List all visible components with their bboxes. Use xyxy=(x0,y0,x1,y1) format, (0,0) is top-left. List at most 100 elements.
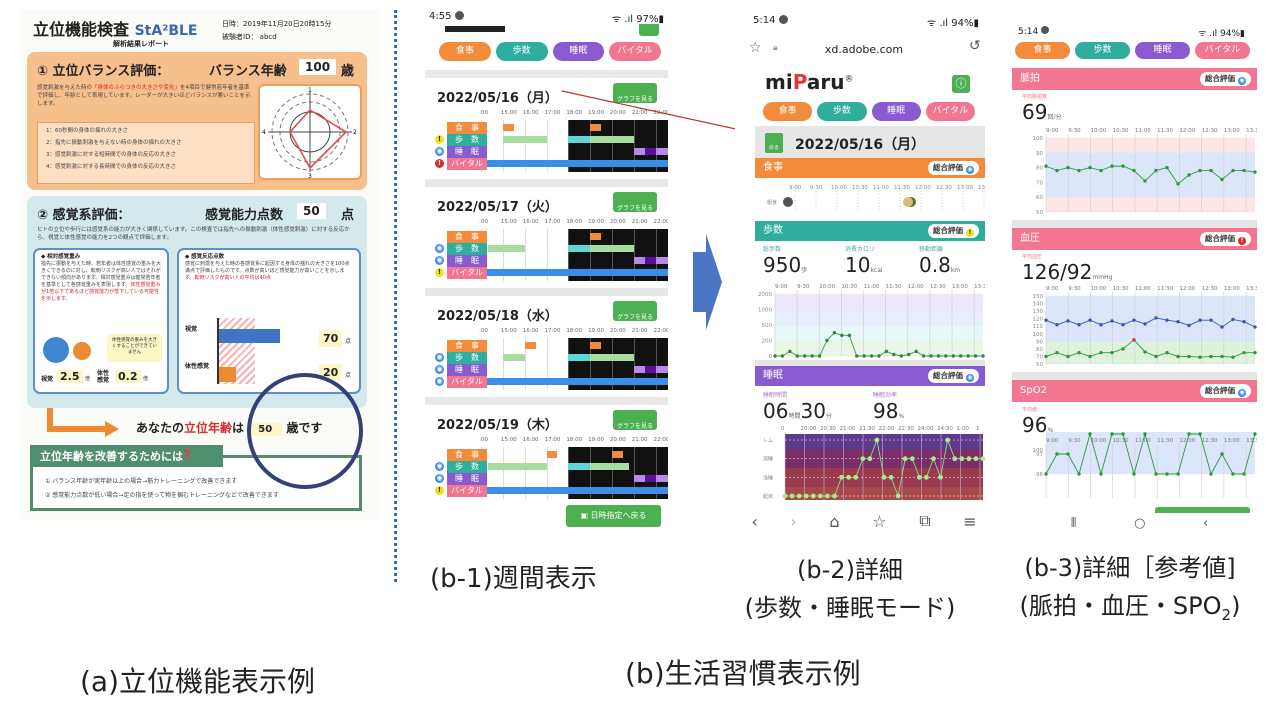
data-point xyxy=(840,333,844,338)
alert-status-icon: ! xyxy=(435,159,444,168)
steps-segment xyxy=(487,245,525,252)
reload-icon[interactable]: ↺ xyxy=(969,38,981,54)
x-tick-label: 12:00 xyxy=(1179,286,1195,292)
data-point xyxy=(884,349,889,354)
vital-segment xyxy=(487,487,668,494)
forward-icon[interactable]: › xyxy=(790,511,797,531)
warn-status-icon: ! xyxy=(435,135,444,144)
stat-label: 睡眠時間 xyxy=(763,392,788,399)
menu-icon[interactable]: ≡ xyxy=(963,511,977,531)
home-icon[interactable]: ○ xyxy=(1134,516,1146,531)
data-point xyxy=(1242,168,1246,173)
data-point xyxy=(1253,170,1257,174)
tab-sleep[interactable]: 睡眠 xyxy=(871,102,921,121)
data-point xyxy=(1132,168,1136,173)
tab-steps[interactable]: 歩数 xyxy=(495,42,548,61)
data-point xyxy=(980,456,985,462)
y-tick-label: 浅睡 xyxy=(763,474,773,481)
overall-rating-pill[interactable]: 総合評価! xyxy=(928,224,979,238)
favorites-icon[interactable]: ☆ xyxy=(872,511,887,531)
stat-value: 0.8 xyxy=(919,253,951,277)
tab-meal[interactable]: 食事 xyxy=(439,42,491,61)
overall-rating-pill[interactable]: 総合評価! xyxy=(1200,232,1251,246)
tab-meal[interactable]: 食事 xyxy=(763,102,813,121)
data-point xyxy=(862,354,866,358)
view-graph-button[interactable]: グラフを見る xyxy=(613,83,657,103)
overall-rating-pill[interactable]: 総合評価◉ xyxy=(928,369,979,383)
action-button-partial[interactable] xyxy=(1155,507,1250,513)
category-tabs: 食事 歩数 睡眠 バイタル xyxy=(763,102,975,121)
x-tick-label: 12:30 xyxy=(1202,438,1218,444)
section-divider xyxy=(1012,372,1257,380)
brand-logo: StA²BLE xyxy=(134,23,198,39)
x-tick-label: 9:00 xyxy=(1046,438,1059,444)
range-band xyxy=(775,340,983,356)
hour-gridline xyxy=(546,338,548,390)
warn-status-icon: ! xyxy=(435,268,444,277)
back-to-date-button[interactable]: ▣ 日時指定へ戻る xyxy=(566,505,661,527)
back-button[interactable]: 戻る xyxy=(765,133,783,153)
home-icon[interactable]: ⌂ xyxy=(829,511,840,531)
data-point xyxy=(789,493,795,499)
hour-tick: 20:00 xyxy=(609,328,626,334)
data-point xyxy=(1099,350,1103,355)
track-label: 食 事 xyxy=(447,449,487,461)
radar-axis-1: 1 xyxy=(308,87,312,94)
sleep-segment xyxy=(633,148,645,155)
hour-tick: 15:00 xyxy=(500,328,517,334)
x-tick-label: 22:00 xyxy=(879,426,895,432)
tabs-icon[interactable]: ⧉ xyxy=(919,511,931,530)
tab-steps[interactable]: 歩数 xyxy=(1075,42,1130,59)
track-label: 睡 眠 xyxy=(447,255,487,267)
url-bar[interactable]: xd.adobe.com xyxy=(824,43,904,56)
view-graph-button[interactable]: グラフを見る xyxy=(613,192,657,212)
sensory-section: ② 感覚系評価： 感覚能力点数 50 点 ヒトの立位や歩行には感覚系の能力が大き… xyxy=(27,196,367,408)
tab-sleep[interactable]: 睡眠 xyxy=(552,42,605,61)
sensory-score-label: 感覚能力点数 xyxy=(205,208,284,223)
tab-steps[interactable]: 歩数 xyxy=(817,102,867,121)
y-tick-label: レム xyxy=(763,438,773,444)
overall-rating-pill[interactable]: 総合評価◉ xyxy=(928,161,979,175)
tab-meal[interactable]: 食事 xyxy=(1015,42,1070,59)
bookmark-star-icon[interactable]: ☆ xyxy=(749,40,762,56)
back-icon[interactable]: ‹ xyxy=(1202,516,1209,531)
standing-function-report: 立位機能検査 StA²BLE 解析結果レポート 日時：2019年11月20日20… xyxy=(20,10,380,520)
tab-sleep[interactable]: 睡眠 xyxy=(1135,42,1190,59)
sleep-title: 睡眠 xyxy=(763,370,783,381)
vital-segment xyxy=(487,269,668,276)
x-tick-label: 9:30 xyxy=(1068,286,1081,292)
info-button[interactable] xyxy=(639,24,659,36)
stat-label: 睡眠効率 xyxy=(873,392,898,399)
y-tick-label: 100 xyxy=(1033,136,1044,142)
x-tick-label: 1 xyxy=(976,426,980,432)
meal-row-label: 朝食 xyxy=(767,199,777,206)
view-graph-button[interactable]: グラフを見る xyxy=(613,301,657,321)
box-heading: ◆ 感覚反応点数 xyxy=(185,254,225,260)
overall-rating-pill[interactable]: 総合評価◉ xyxy=(1200,72,1251,86)
stat-value: 06 xyxy=(763,399,789,423)
tab-vital[interactable]: バイタル xyxy=(1195,42,1250,59)
hour-tick: 18:00 xyxy=(566,219,583,225)
data-point xyxy=(973,354,978,358)
overall-label: 総合評価 xyxy=(1205,386,1235,395)
tab-vital[interactable]: バイタル xyxy=(609,42,661,61)
stat-value: 10 xyxy=(845,253,871,277)
x-tick-label: 12:00 xyxy=(908,284,924,290)
sensory-response-box: ◆ 感覚反応点数 感覚に刺激を与えた時の各感覚系に起因する身体の揺れの大きさを1… xyxy=(177,248,361,394)
recent-apps-icon[interactable]: ⦀ xyxy=(1070,516,1077,531)
data-point xyxy=(1198,168,1202,173)
tab-vital[interactable]: バイタル xyxy=(925,102,975,121)
track-label: 食 事 xyxy=(447,122,487,134)
track-label: 食 事 xyxy=(447,231,487,243)
hour-gridline xyxy=(590,120,592,172)
warning-status-icon: ! xyxy=(966,229,974,237)
info-icon[interactable]: ⓘ xyxy=(952,75,970,93)
overall-rating-pill[interactable]: 総合評価◉ xyxy=(1200,384,1251,398)
view-graph-button[interactable]: グラフを見る xyxy=(613,410,657,430)
data-point xyxy=(1121,432,1125,436)
back-icon[interactable]: ‹ xyxy=(751,511,758,531)
